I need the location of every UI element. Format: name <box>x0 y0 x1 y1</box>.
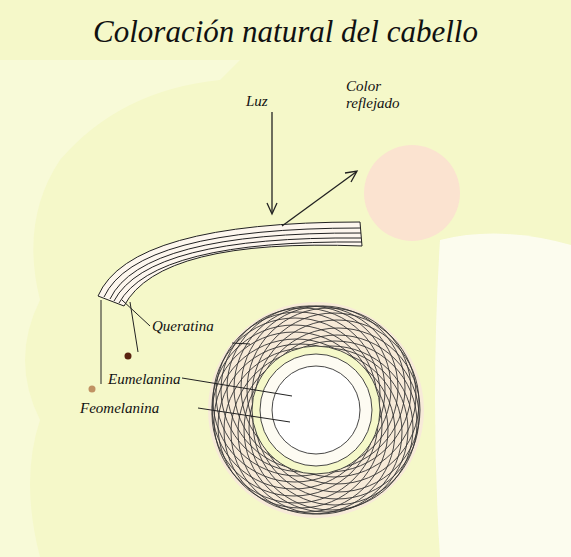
faded-area <box>435 234 571 557</box>
diagram-title: Coloración natural del cabello <box>0 14 571 50</box>
hair-strand <box>98 222 362 306</box>
part-label: Color reflejado <box>346 78 414 112</box>
eumelanin-dot <box>125 353 132 360</box>
light-arrows <box>267 112 357 226</box>
part-label: Luz <box>246 93 286 110</box>
reflected-color-circle <box>364 145 460 241</box>
part-label: Queratina <box>152 318 242 335</box>
part-label: Eumelanina <box>108 371 198 388</box>
pheomelanin-dot <box>89 386 96 393</box>
part-label: Feomelanina <box>80 400 190 417</box>
keratin-mesh <box>208 302 424 518</box>
